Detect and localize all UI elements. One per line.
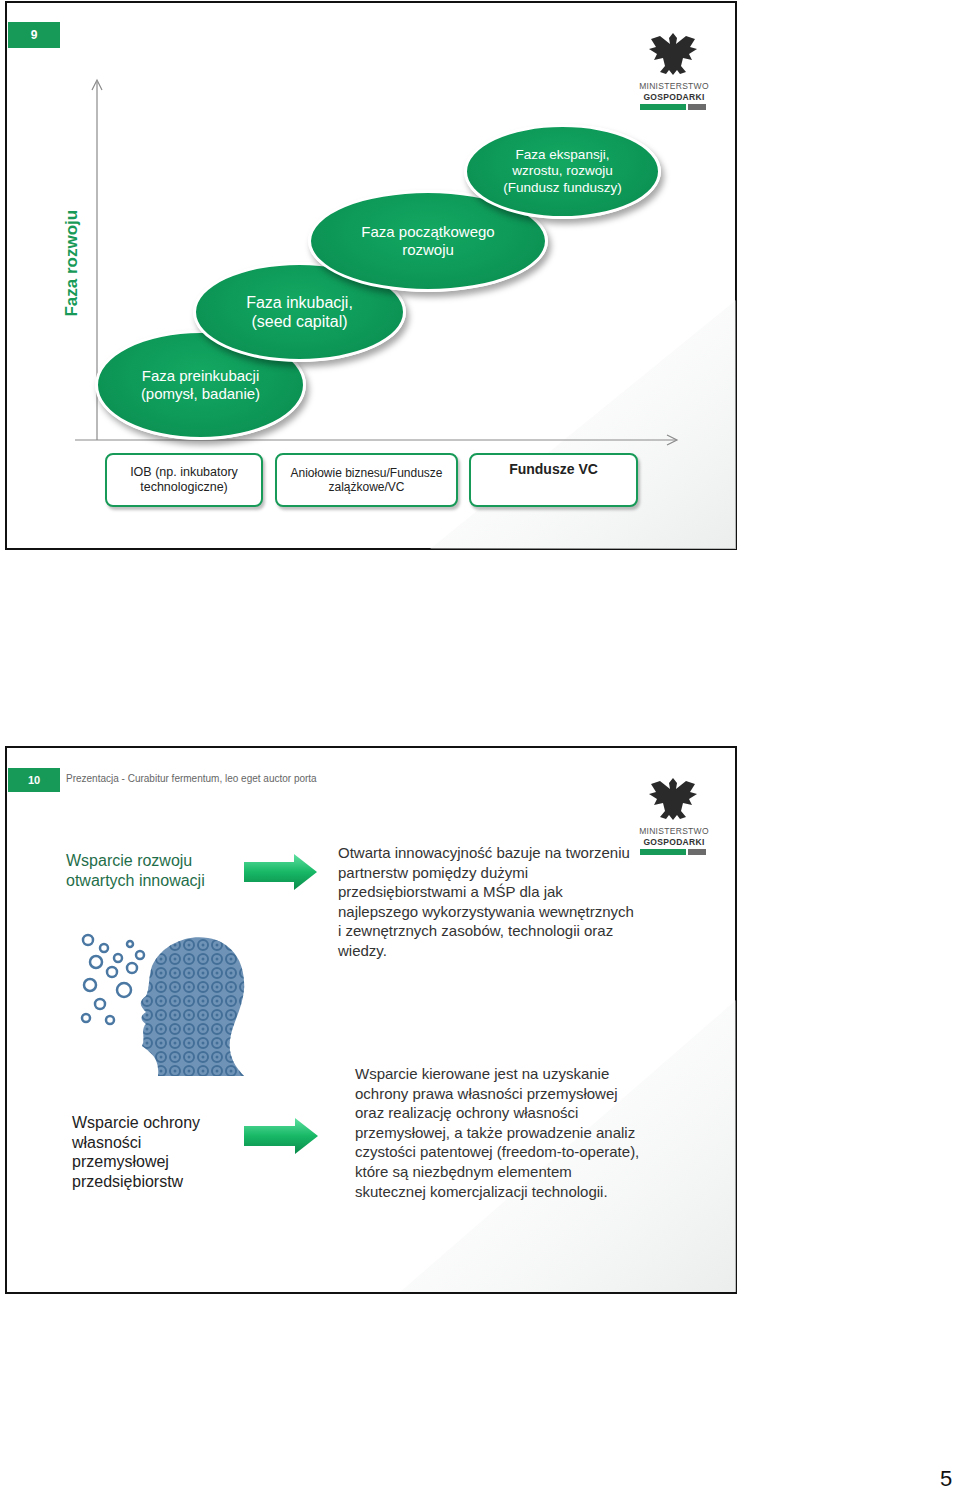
funding-box: Aniołowie biznesu/Fundusze zalążkowe/VC	[275, 453, 458, 507]
node-text: Faza inkubacji, (seed capital)	[235, 293, 365, 331]
logo-text: GOSPODARKI	[636, 837, 712, 847]
node-text: Aniołowie biznesu/Fundusze zalążkowe/VC	[287, 466, 447, 495]
logo-text: MINISTERSTWO	[636, 826, 712, 836]
logo-text: MINISTERSTWO	[636, 81, 712, 91]
topic-heading: Wsparcie ochrony własności przemysłowej …	[72, 1113, 240, 1191]
page-tab	[8, 768, 60, 792]
page-tab	[8, 22, 60, 48]
green-arrow	[244, 854, 317, 890]
node-text: IOB (np. inkubatory technologiczne)	[114, 465, 254, 495]
page-number-tab: 9	[8, 22, 60, 48]
node-text: Faza preinkubacji (pomysł, badanie)	[131, 367, 271, 403]
axis-title: Faza rozwoju	[62, 183, 82, 343]
axes	[75, 80, 677, 445]
page-number: 5	[936, 1466, 956, 1492]
logo-text: GOSPODARKI	[636, 92, 712, 102]
funding-box: IOB (np. inkubatory technologiczne)	[105, 453, 263, 507]
phase-ellipse: Faza ekspansji, wzrostu, rozwoju (Fundus…	[464, 124, 661, 219]
green-arrow	[244, 1118, 318, 1154]
page-number-tab: 10	[8, 768, 60, 792]
node-text: Faza ekspansji, wzrostu, rozwoju (Fundus…	[498, 147, 628, 196]
topic-description: Wsparcie kierowane jest na uzyskanie och…	[355, 1064, 645, 1201]
node-text: Fundusze VC	[509, 461, 598, 478]
head-gears-illustration	[82, 935, 244, 1076]
topic-description: Otwarta innowacyjność bazuje na tworzeni…	[338, 843, 634, 961]
slide-header: Prezentacja - Curabitur fermentum, leo e…	[66, 773, 426, 785]
background-fade	[430, 300, 736, 549]
topic-heading: Wsparcie rozwoju otwartych innowacji	[66, 851, 236, 891]
funding-box: Fundusze VC	[469, 453, 638, 507]
node-text: Faza początkowego rozwoju	[348, 223, 508, 259]
